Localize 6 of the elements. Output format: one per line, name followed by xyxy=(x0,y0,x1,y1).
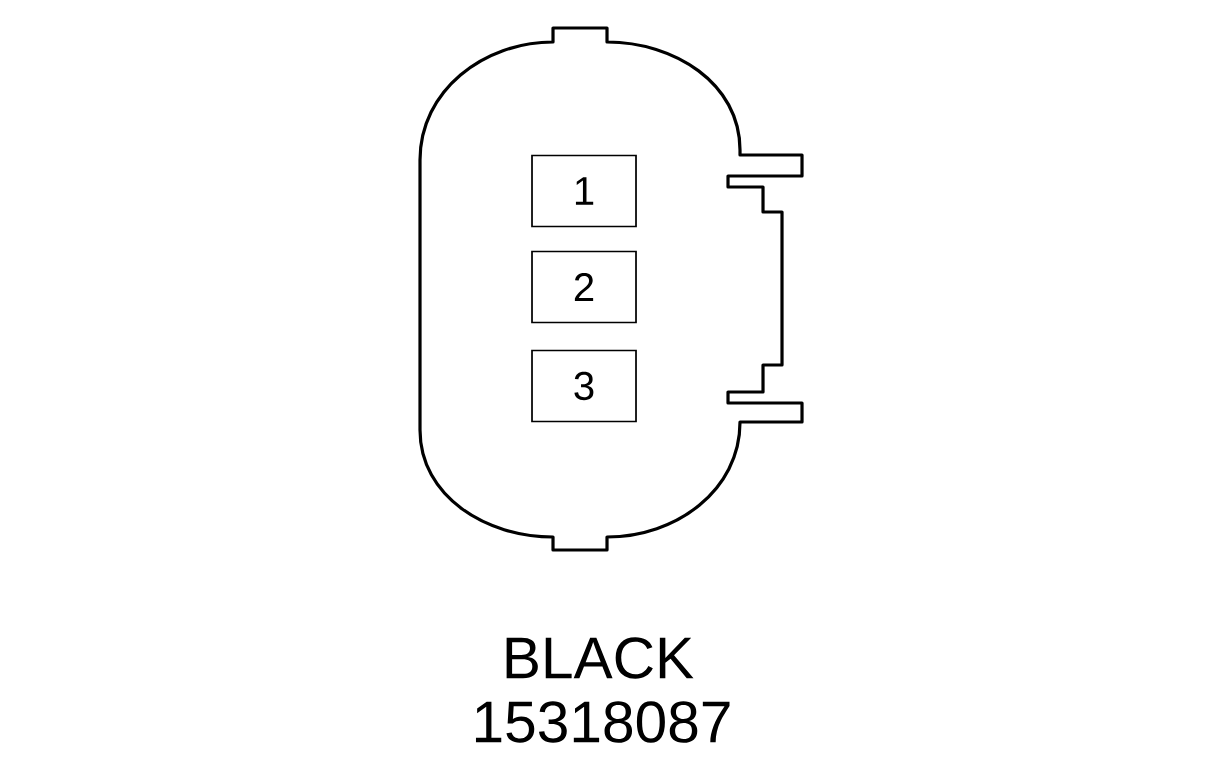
pin-cavity: 2 xyxy=(531,250,637,324)
pin-cavity: 3 xyxy=(531,349,637,423)
connector-label: 15318087 xyxy=(475,701,730,743)
connector-label: BLACK xyxy=(506,637,694,679)
pin-cavity: 1 xyxy=(531,154,637,228)
connector-body xyxy=(418,26,804,552)
